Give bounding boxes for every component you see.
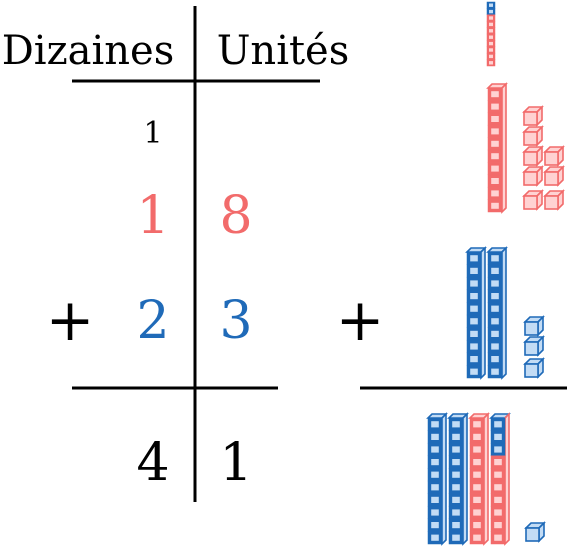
- result-ten-rod: [489, 412, 511, 546]
- second-tens-digit: 2: [136, 291, 169, 351]
- result-units-digit: 1: [219, 433, 252, 493]
- first-units-digit: 8: [219, 186, 252, 246]
- second-unit-cube: [523, 357, 545, 379]
- result-ten-rod: [468, 412, 490, 546]
- result-tens-digit: 4: [136, 433, 169, 493]
- tens-header: Dizaines: [2, 28, 175, 74]
- carried-ten-rod: [486, 1, 496, 67]
- base-ten-blocks: +: [336, 1, 567, 546]
- plus-sign-blocks: +: [336, 286, 385, 354]
- second-ten-rod: [465, 246, 487, 380]
- first-unit-cube: [543, 165, 565, 187]
- units-header: Unités: [217, 28, 350, 74]
- result-ten-rod: [447, 412, 469, 546]
- first-unit-cube: [522, 165, 544, 187]
- first-unit-cube: [522, 105, 544, 127]
- second-ten-rod: [486, 246, 508, 380]
- first-unit-cube: [522, 145, 544, 167]
- plus-sign-table: +: [46, 286, 95, 354]
- result-unit-cube: [524, 521, 546, 543]
- first-tens-digit: 1: [136, 186, 169, 246]
- first-ten-rod: [486, 82, 508, 214]
- result-ten-rod: [426, 412, 448, 546]
- first-unit-cube: [522, 125, 544, 147]
- blocks-layer: [426, 1, 565, 546]
- place-value-table: Dizaines Unités 1 1 8 + 2 3 4 1: [2, 6, 350, 502]
- first-unit-cube: [543, 189, 565, 211]
- carry-digit: 1: [143, 116, 162, 151]
- first-unit-cube: [522, 189, 544, 211]
- first-unit-cube: [543, 145, 565, 167]
- second-unit-cube: [523, 335, 545, 357]
- second-unit-cube: [523, 315, 545, 337]
- second-units-digit: 3: [219, 291, 252, 351]
